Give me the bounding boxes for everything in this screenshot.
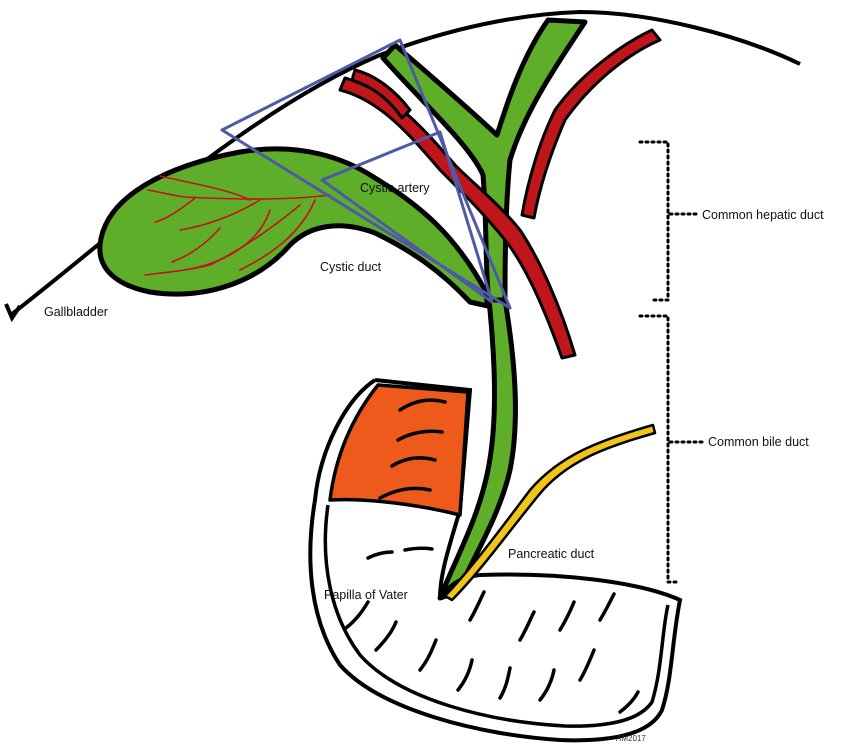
label-gallbladder: Gallbladder: [44, 305, 108, 319]
hepatic-duct-branches: [383, 20, 585, 305]
label-pancreatic-duct: Pancreatic duct: [508, 547, 595, 561]
label-signature: AM2017: [616, 734, 646, 743]
common-hepatic-bracket: [640, 142, 668, 300]
gallbladder-shape: [100, 149, 488, 306]
label-papilla-of-vater: Papilla of Vater: [324, 588, 408, 602]
label-cystic-duct: Cystic duct: [320, 260, 382, 274]
label-cystic-artery: Cystic artery: [360, 181, 430, 195]
label-common-bile-duct: Common bile duct: [708, 435, 809, 449]
label-common-hepatic-duct: Common hepatic duct: [702, 208, 824, 222]
common-bile-bracket: [640, 316, 680, 582]
